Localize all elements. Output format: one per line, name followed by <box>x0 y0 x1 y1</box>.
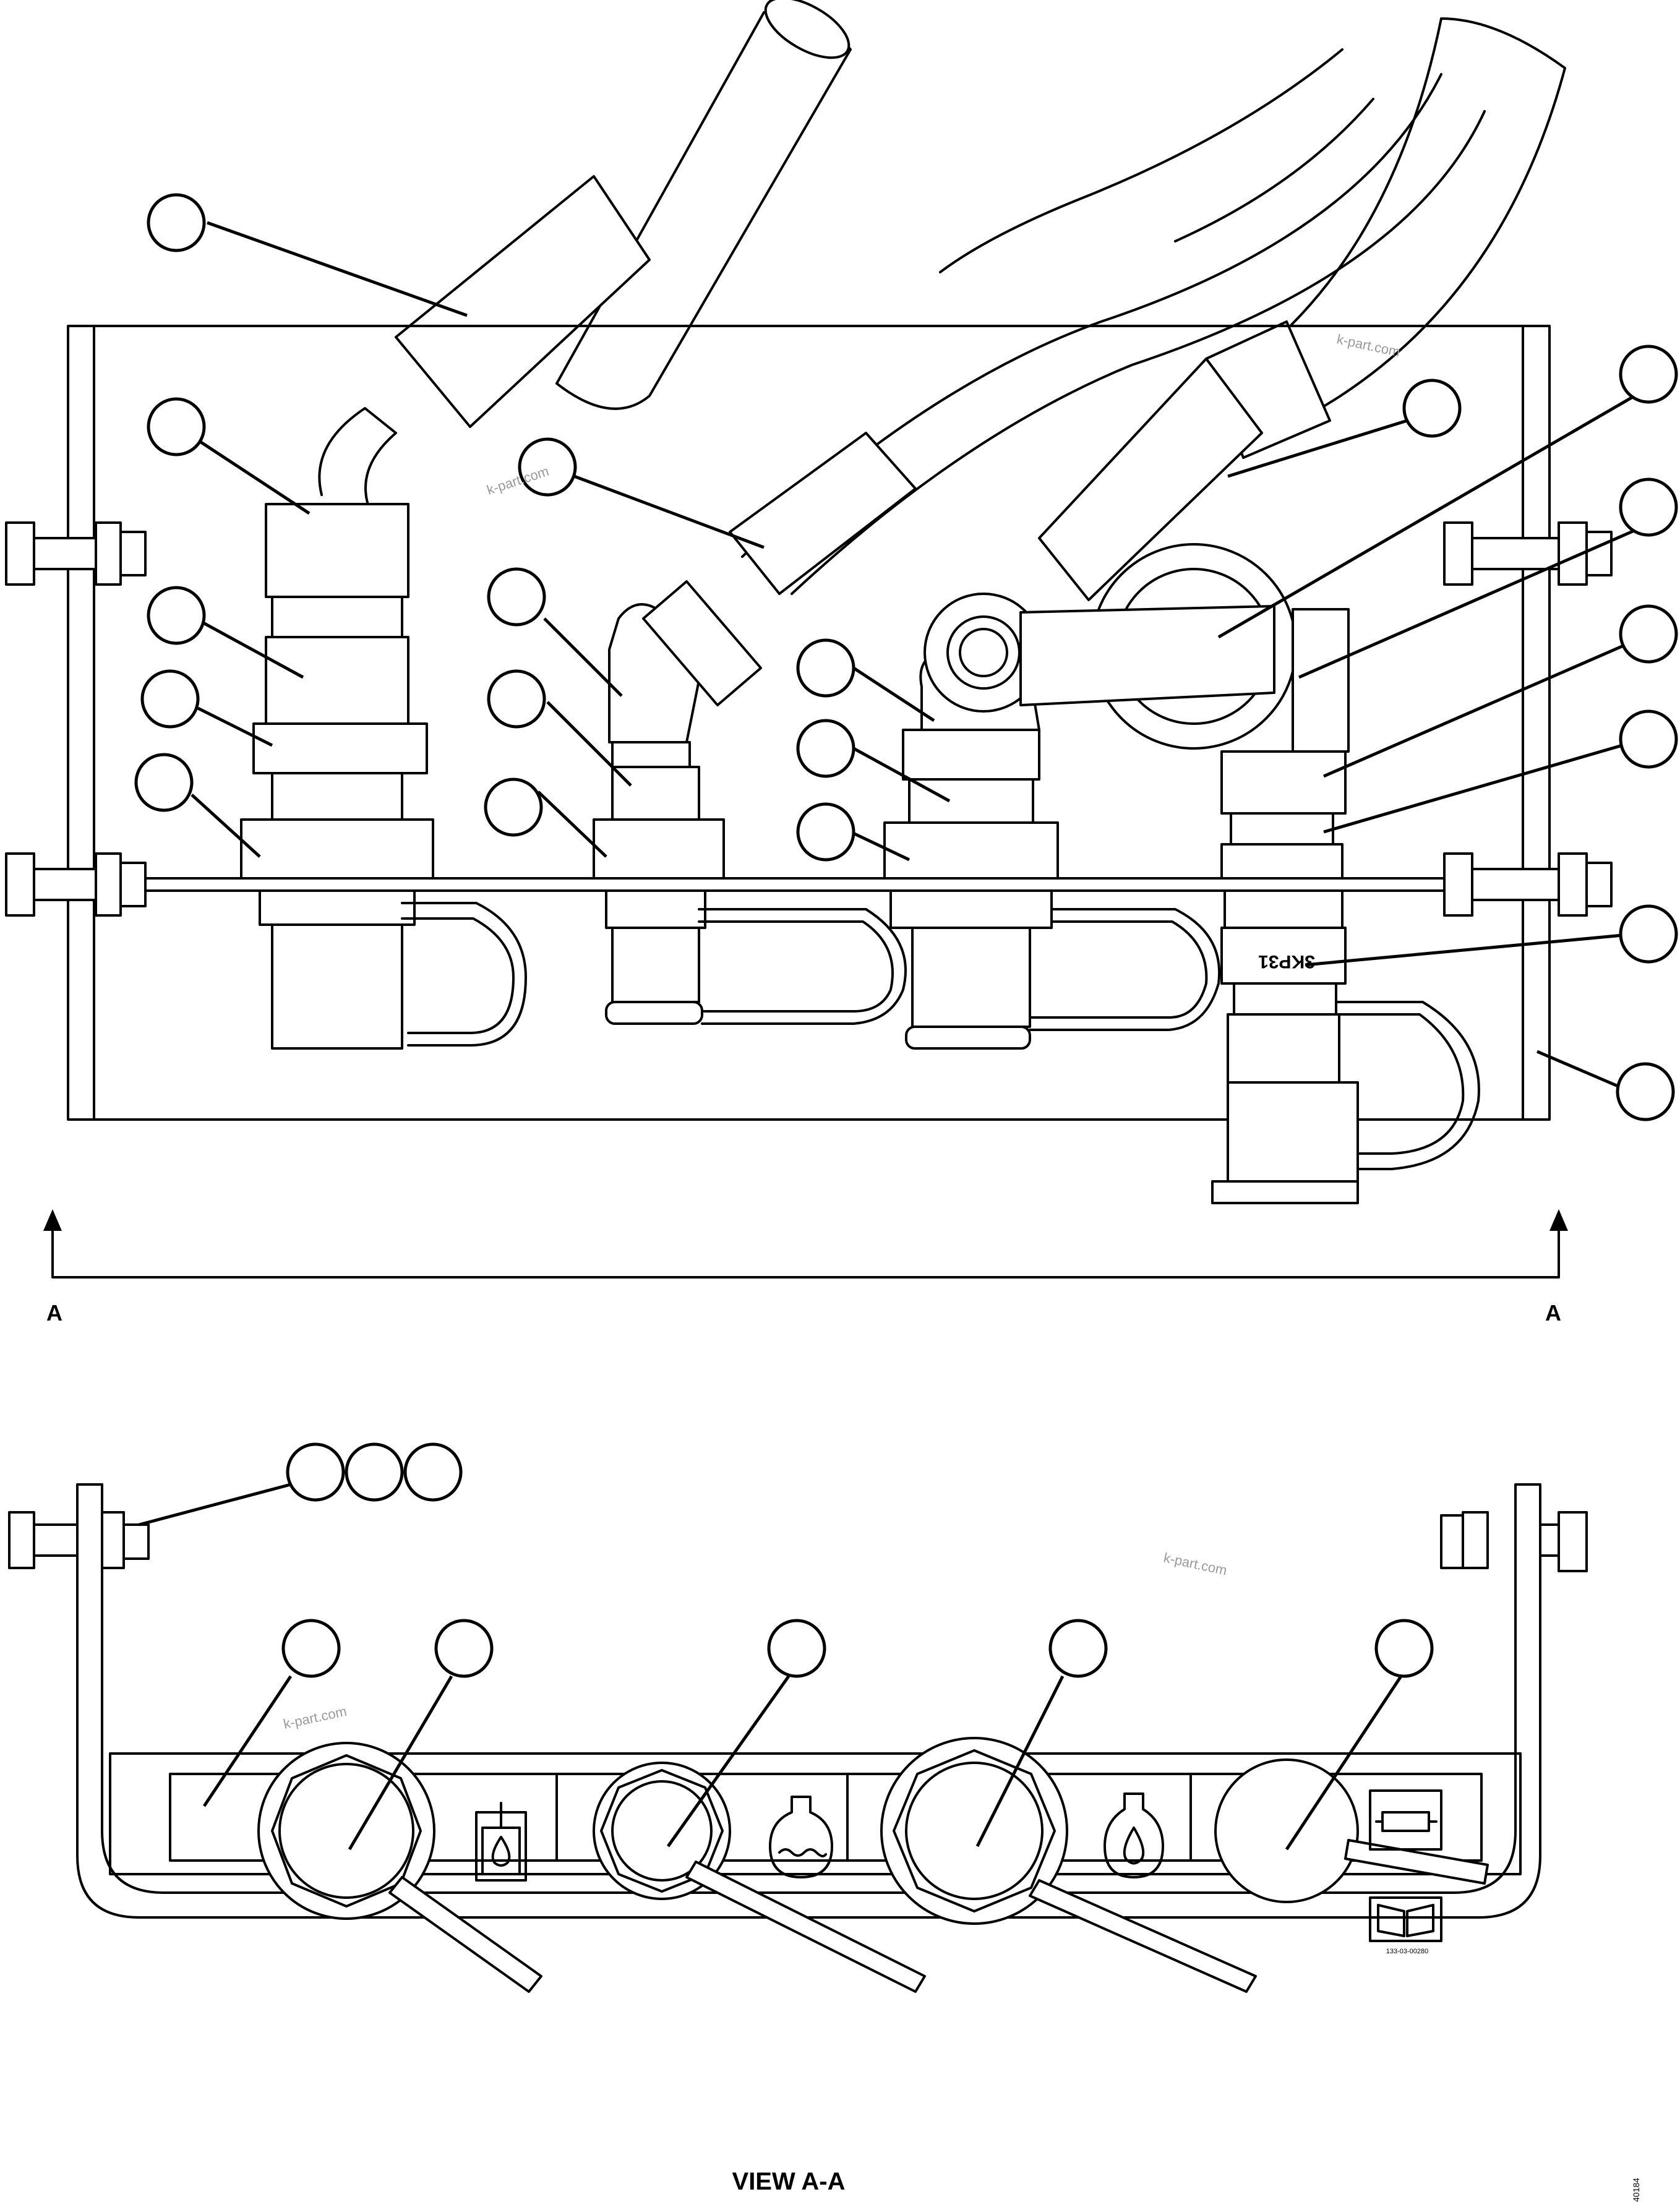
callout-bubble <box>134 753 194 812</box>
callout-bubble <box>796 719 855 778</box>
callout-bubble <box>403 1442 463 1502</box>
callout-bubble <box>1619 345 1678 404</box>
hose-right <box>939 48 1374 601</box>
fitting-column-4: 3KP31 <box>1019 543 1480 1204</box>
callout-bubble <box>767 1619 826 1678</box>
bolt-left-upper <box>5 521 147 586</box>
callout-bubble <box>1374 1619 1434 1678</box>
view-a-a: 133-03-00280 k-part.com k-part.com VIEW … <box>8 1442 1641 2202</box>
callout-bubble <box>147 586 206 645</box>
callout-bubble <box>1619 478 1678 537</box>
upper-view: 3KP31 <box>5 0 1678 1326</box>
corner-code: 40184 <box>1631 2178 1641 2202</box>
callout-bubble <box>147 193 206 252</box>
callout-bubble <box>1616 1062 1675 1121</box>
hose-left <box>318 0 852 515</box>
fitting-column-3 <box>883 593 1221 1050</box>
section-mark-left: A <box>46 1300 62 1326</box>
callout-bubbles-upper <box>134 193 1678 1121</box>
callout-bubble <box>1048 1619 1108 1678</box>
callout-bubble <box>487 567 546 627</box>
battery-icon <box>1369 1789 1442 1851</box>
callout-bubble <box>1402 379 1462 438</box>
decal-part-number: 133-03-00280 <box>1386 1948 1429 1955</box>
callout-bubble <box>796 802 855 862</box>
callout-bubble <box>281 1619 341 1678</box>
leaders-upper <box>191 221 1647 1090</box>
bolt-right-upper <box>1443 521 1613 586</box>
callout-bubble <box>518 437 577 497</box>
callout-bubble <box>140 669 200 729</box>
callout-bubbles-lower <box>281 1442 1434 1678</box>
leaders-lower <box>139 1483 1403 1851</box>
callout-bubble <box>286 1442 345 1502</box>
test-port-3 <box>880 1737 1257 1993</box>
mounting-plate <box>67 325 1551 1121</box>
callout-bubble <box>484 777 543 837</box>
fitting-column-1 <box>240 503 527 1050</box>
oil-drop-icon <box>1104 1792 1164 1878</box>
bolt-view-right <box>1440 1511 1588 1572</box>
bolt-right-lower <box>1443 852 1613 917</box>
manual-book-icon <box>1369 1896 1442 1942</box>
test-port-2 <box>593 1762 926 1993</box>
fitting-column-2 <box>593 580 907 1025</box>
callout-bubble <box>147 397 206 456</box>
section-line-a-a: A A <box>43 1209 1568 1326</box>
callout-bubble <box>1619 904 1678 964</box>
callout-bubble <box>1619 709 1678 769</box>
callout-bubble <box>1619 604 1678 664</box>
bracket <box>76 1483 1541 1919</box>
bolt-left-lower <box>5 852 147 917</box>
watermark: k-part.com <box>1162 1549 1228 1578</box>
section-mark-right: A <box>1545 1300 1561 1326</box>
test-port-1 <box>257 1742 542 1993</box>
coolant-icon <box>769 1796 833 1878</box>
callout-bubble <box>345 1442 404 1502</box>
bolt-view-left <box>8 1511 150 1569</box>
hydraulic-tank-icon <box>475 1802 527 1882</box>
watermark: k-part.com <box>282 1703 348 1732</box>
view-label: VIEW A-A <box>732 2168 846 2195</box>
test-port-4: 133-03-00280 <box>1214 1758 1489 1955</box>
callout-bubble <box>434 1619 494 1678</box>
connector-label: 3KP31 <box>1258 951 1315 972</box>
callout-bubble <box>487 669 546 729</box>
callout-bubble <box>796 638 855 698</box>
